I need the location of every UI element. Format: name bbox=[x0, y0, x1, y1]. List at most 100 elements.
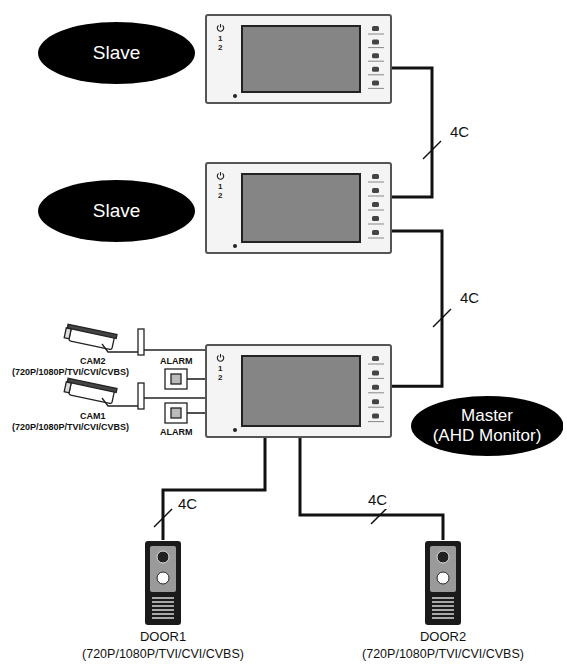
button-caption-mark bbox=[368, 210, 384, 211]
button-caption-mark bbox=[368, 421, 384, 422]
speaker-grille bbox=[152, 601, 174, 603]
button-caption-mark bbox=[368, 47, 384, 48]
cable-slash bbox=[423, 141, 441, 159]
button-caption-mark bbox=[368, 407, 384, 408]
cable-label: 4C bbox=[176, 496, 199, 513]
button-icon bbox=[372, 53, 379, 58]
label-oval: Slave bbox=[38, 180, 195, 242]
drawing-part bbox=[163, 68, 443, 540]
cable-4c bbox=[392, 231, 442, 386]
drawing-part: (AHD Monitor) bbox=[433, 426, 542, 446]
call-button bbox=[157, 572, 169, 584]
speaker-grille bbox=[432, 613, 454, 615]
panel-face bbox=[430, 546, 456, 592]
button-caption-mark bbox=[368, 238, 384, 239]
drawing-part bbox=[171, 374, 181, 384]
oval-label: Master (AHD Monitor) bbox=[433, 406, 542, 445]
speaker-grille bbox=[152, 597, 174, 599]
part-label: ALARM bbox=[160, 356, 193, 367]
door-station: DOOR1(720P/1080P/TVI/CVI/CVBS) bbox=[80, 540, 246, 662]
channel-number: 2 bbox=[218, 374, 222, 382]
door-spec: (720P/1080P/TVI/CVI/CVBS) bbox=[82, 646, 244, 662]
power-icon bbox=[216, 23, 225, 32]
drawing-part bbox=[138, 329, 144, 355]
button-icon bbox=[372, 230, 379, 235]
microphone-dot bbox=[233, 94, 237, 98]
drawing-part bbox=[102, 344, 138, 352]
drawing-part bbox=[165, 369, 187, 389]
cable-label: 4C bbox=[458, 290, 481, 307]
drawing-part bbox=[64, 382, 71, 393]
drawing-part bbox=[187, 378, 205, 380]
button-column bbox=[363, 170, 389, 248]
call-button bbox=[437, 572, 449, 584]
button-icon bbox=[372, 370, 379, 375]
cable-4c bbox=[392, 68, 432, 197]
speaker-grille bbox=[152, 617, 174, 619]
oval-label: Slave bbox=[93, 42, 141, 64]
speaker-grille bbox=[432, 601, 454, 603]
speaker-grille bbox=[152, 605, 174, 607]
button-icon bbox=[372, 67, 379, 72]
button-column bbox=[363, 352, 389, 432]
channel-number: 1 bbox=[218, 183, 222, 191]
power-icon bbox=[216, 171, 225, 180]
power-glyph bbox=[217, 354, 223, 361]
button-caption-mark bbox=[368, 392, 384, 393]
drawing-part bbox=[102, 398, 138, 406]
monitor-screen bbox=[241, 173, 361, 243]
monitor-unit: 12 bbox=[205, 162, 392, 254]
button-icon bbox=[372, 356, 379, 361]
oval-fill bbox=[411, 396, 564, 456]
speaker-grille bbox=[432, 609, 454, 611]
oval-label: Slave bbox=[93, 200, 141, 222]
button-caption-mark bbox=[368, 378, 384, 379]
cable-label: 4C bbox=[448, 124, 471, 141]
label-oval: Slave bbox=[38, 22, 195, 84]
button-icon bbox=[372, 202, 379, 207]
part-label: CAM1 bbox=[80, 411, 106, 422]
door-panel-icon bbox=[144, 540, 182, 626]
door-station: DOOR2(720P/1080P/TVI/CVI/CVBS) bbox=[360, 540, 526, 662]
speaker-grille bbox=[432, 605, 454, 607]
label-oval: Master (AHD Monitor) bbox=[411, 396, 564, 456]
drawing-part bbox=[67, 324, 117, 338]
oval-fill bbox=[38, 22, 195, 84]
power-glyph bbox=[217, 172, 223, 179]
camera-lens bbox=[437, 551, 449, 563]
channel-number: 2 bbox=[218, 192, 222, 200]
drawing-part bbox=[154, 141, 451, 527]
cable-slash bbox=[433, 309, 451, 327]
button-caption-mark bbox=[368, 196, 384, 197]
button-icon bbox=[372, 26, 379, 31]
cable-slash bbox=[154, 509, 172, 527]
drawing-part bbox=[144, 397, 205, 399]
part-label: (720P/1080P/TVI/CVI/CVBS) bbox=[12, 367, 129, 378]
monitor-screen bbox=[241, 355, 361, 427]
power-icon bbox=[216, 353, 225, 362]
power-glyph bbox=[217, 24, 223, 31]
drawing-part: Master bbox=[461, 406, 513, 426]
panel-body bbox=[425, 541, 461, 625]
button-icon bbox=[372, 188, 379, 193]
drawing-part bbox=[165, 403, 187, 423]
alarm-sensor-1 bbox=[165, 369, 205, 389]
speaker-grille bbox=[432, 597, 454, 599]
cable-4c bbox=[163, 438, 265, 540]
button-icon bbox=[372, 80, 379, 85]
monitor-unit: 12 bbox=[205, 14, 392, 104]
drawing-part bbox=[187, 412, 205, 414]
button-icon bbox=[372, 216, 379, 221]
door-spec: (720P/1080P/TVI/CVI/CVBS) bbox=[362, 646, 524, 662]
part-label: CAM2 bbox=[80, 356, 106, 367]
part-label: (720P/1080P/TVI/CVI/CVBS) bbox=[12, 422, 129, 433]
cable-4c bbox=[300, 438, 443, 540]
microphone-dot bbox=[233, 244, 237, 248]
button-icon bbox=[372, 414, 379, 419]
button-caption-mark bbox=[368, 88, 384, 89]
camera-2 bbox=[64, 324, 205, 355]
button-icon bbox=[372, 399, 379, 404]
